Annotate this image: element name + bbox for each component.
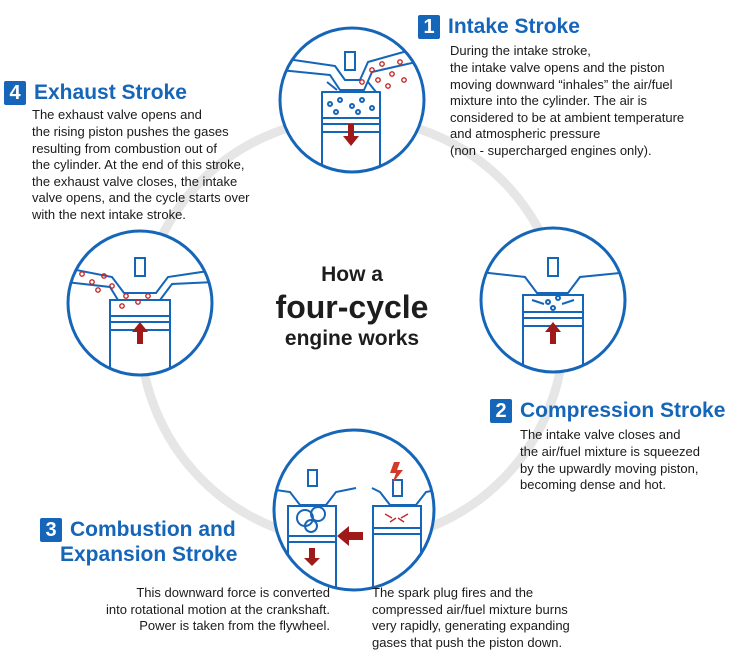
step-number-badge: 2: [490, 399, 512, 424]
step-number-badge: 1: [418, 15, 440, 40]
desc-line: into rotational motion at the crankshaft…: [105, 601, 330, 617]
combustion-cylinder-icon: [272, 428, 436, 592]
step-intake-description: During the intake stroke, the intake val…: [450, 43, 728, 159]
step-combustion-title-line2: Expansion Stroke: [60, 543, 238, 567]
step-compression-title: Compression Stroke: [520, 399, 726, 422]
step-number-badge: 3: [40, 518, 62, 543]
step-intake-title: Intake Stroke: [448, 15, 580, 38]
exhaust-cylinder-icon: [66, 229, 214, 377]
desc-line: gases that push the piston down.: [372, 634, 563, 650]
desc-line: The spark plug fires and the: [372, 585, 534, 600]
spark-icon: [390, 462, 403, 484]
desc-line: The intake valve closes and: [520, 427, 681, 443]
desc-line: becoming dense and hot.: [520, 477, 666, 493]
desc-line: the intake valve opens and the piston: [450, 60, 665, 76]
desc-line: moving downward “inhales” the air/fuel: [450, 76, 673, 92]
step-combustion-description-right: The spark plug fires and the compressed …: [372, 585, 652, 651]
desc-line: (non - supercharged engines only).: [450, 143, 652, 159]
desc-line: This downward force is converted: [136, 585, 330, 600]
desc-line: resulting from combustion out of: [32, 140, 217, 156]
desc-line: During the intake stroke,: [450, 43, 591, 59]
desc-line: very rapidly, generating expanding: [372, 618, 570, 634]
step-combustion-description-left: This downward force is converted into ro…: [30, 585, 330, 635]
step-exhaust-description: The exhaust valve opens and the rising p…: [32, 107, 314, 223]
step-compression: 2 Compression Stroke The intake valve clo…: [490, 398, 740, 494]
desc-line: considered to be at ambient temperature: [450, 109, 685, 125]
step-exhaust: 4 Exhaust Stroke The exhaust valve opens …: [4, 80, 314, 224]
step-combustion-heading: 3 Combustion and: [40, 517, 280, 543]
step-combustion-title-line1: Combustion and: [70, 518, 236, 541]
step-compression-description: The intake valve closes and the air/fuel…: [520, 427, 740, 493]
desc-line: valve opens, and the cycle starts over: [32, 190, 250, 206]
desc-line: the rising piston pushes the gases: [32, 124, 229, 140]
step-number-badge: 4: [4, 81, 26, 106]
desc-line: the exhaust valve closes, the intake: [32, 173, 238, 189]
center-title: How a four-cycle engine works: [232, 262, 472, 352]
desc-line: by the upwardly moving piston,: [520, 460, 699, 476]
desc-line: the air/fuel mixture is squeezed: [520, 444, 700, 460]
desc-line: and atmospheric pressure: [450, 126, 601, 142]
desc-line: The exhaust valve opens and: [32, 107, 202, 123]
step-intake-heading: 1 Intake Stroke: [418, 14, 728, 40]
center-title-line2: four-cycle: [275, 289, 429, 325]
intake-cylinder-icon: [278, 26, 426, 174]
up-arrow-icon: [550, 330, 556, 344]
step-compression-heading: 2 Compression Stroke: [490, 398, 740, 424]
desc-line: compressed air/fuel mixture burns: [372, 601, 568, 617]
step-combustion: 3 Combustion and Expansion Stroke: [40, 517, 280, 567]
step-exhaust-title: Exhaust Stroke: [34, 81, 187, 104]
step-intake: 1 Intake Stroke During the intake stroke,…: [418, 14, 728, 160]
desc-line: mixture into the cylinder. The air is: [450, 93, 648, 109]
left-arrow-icon: [349, 532, 363, 540]
compression-cylinder-icon: [479, 226, 627, 374]
desc-line: the cylinder. At the end of this stroke,: [32, 157, 245, 173]
down-arrow-icon: [348, 124, 354, 138]
center-title-line1: How a: [321, 263, 383, 286]
desc-line: with the next intake stroke.: [32, 207, 186, 223]
desc-line: Power is taken from the flywheel.: [139, 618, 330, 634]
step-exhaust-heading: 4 Exhaust Stroke: [4, 80, 314, 106]
center-title-line3: engine works: [284, 327, 420, 350]
